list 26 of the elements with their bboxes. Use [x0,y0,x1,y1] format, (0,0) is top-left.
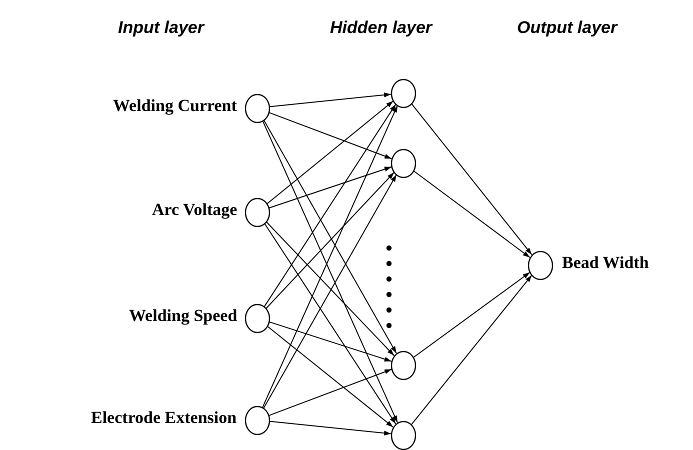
arrow [263,174,397,409]
node-label: Electrode Extension [91,408,237,428]
node-label: Arc Voltage [152,200,238,220]
arrow [265,172,395,310]
arrow [268,166,392,209]
arrow [264,104,396,308]
layer-heading: Input layer [118,18,204,38]
arrow [268,112,392,160]
arrow [263,119,397,354]
arrow [265,220,395,356]
arrow [268,368,392,416]
arrow [264,222,396,424]
node-label: Bead Width [562,253,649,273]
arrow [268,321,392,362]
arrow [410,102,532,256]
arrow [268,420,392,436]
node-label: Welding Current [113,96,237,116]
layer-heading: Output layer [517,18,618,38]
arrow [410,274,532,426]
arrow [268,92,392,108]
arrow [412,170,530,258]
arrow [412,272,530,358]
node-label: Welding Speed [129,306,238,326]
layer-heading: Hidden layer [330,18,432,38]
arrow [266,100,394,204]
arrow [266,325,394,428]
